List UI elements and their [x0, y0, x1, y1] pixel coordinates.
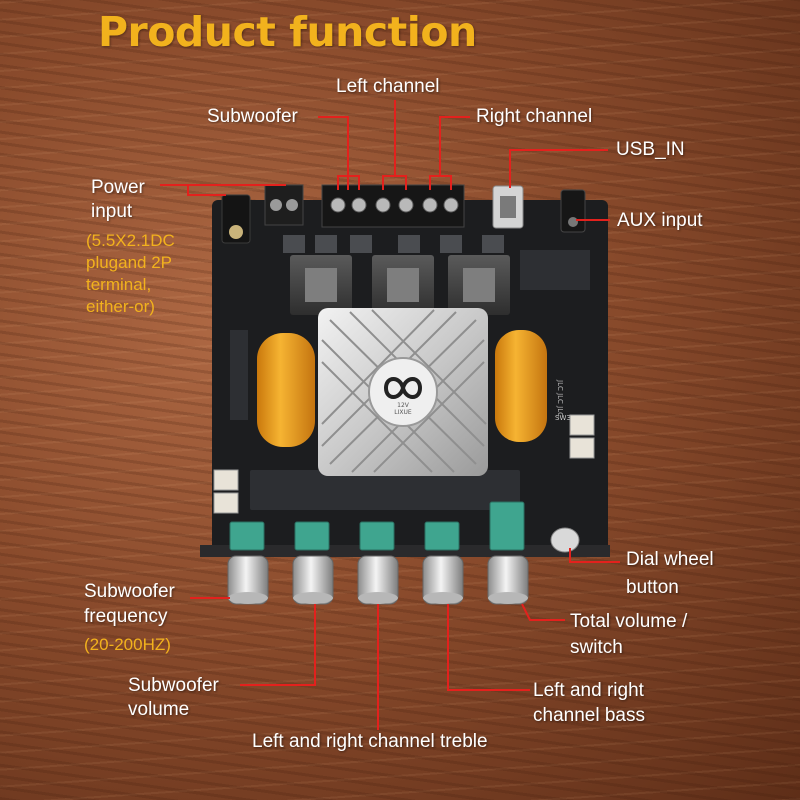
dial-wheel-button[interactable]	[550, 527, 580, 553]
leader-subwoofer	[318, 116, 349, 190]
leader-right-pair	[429, 175, 452, 190]
leader-sub-volume	[240, 604, 316, 686]
label-sub-frequency-line2: frequency	[84, 606, 168, 627]
electrolytic-capacitor-left	[257, 333, 315, 447]
inductors	[290, 255, 510, 315]
total-volume-knob[interactable]	[487, 555, 529, 605]
label-sub-volume-line2: volume	[128, 699, 190, 720]
label-dial-wheel-line1: Dial wheel	[626, 549, 714, 570]
label-left-channel: Left channel	[336, 76, 440, 97]
label-sub-volume-line1: Subwoofer	[128, 675, 219, 696]
label-bass-line2: channel bass	[533, 705, 645, 726]
speaker-terminal-block	[321, 184, 465, 228]
potentiometer-bases	[229, 501, 525, 551]
label-treble: Left and right channel treble	[252, 731, 488, 752]
board-vertical-code: JLC JLC JLC	[556, 379, 564, 417]
usb-port	[492, 185, 524, 229]
leader-subwoofer-pair	[337, 175, 360, 190]
leader-dial-wheel	[569, 548, 620, 563]
power-terminal-2p	[264, 184, 304, 226]
power-note-line2: plugand 2P	[86, 253, 173, 272]
label-aux-input: AUX input	[617, 210, 703, 231]
label-power-line2: input	[91, 201, 133, 222]
leader-right-channel	[439, 116, 470, 176]
label-dial-wheel-line2: button	[626, 577, 679, 598]
heatsink: 12V LIXUE	[318, 308, 488, 476]
label-total-volume-line1: Total volume /	[570, 611, 688, 632]
page-title: Product function	[98, 8, 477, 56]
power-note-line4: either-or)	[86, 297, 155, 316]
label-right-channel: Right channel	[476, 106, 593, 127]
leader-total-volume	[521, 603, 565, 621]
label-bass-line1: Left and right	[533, 680, 644, 701]
subwoofer-volume-knob[interactable]	[292, 555, 334, 605]
leader-power-jack	[160, 184, 226, 196]
treble-knob[interactable]	[357, 555, 399, 605]
heatsink-badge-line2: LIXUE	[394, 409, 412, 416]
leader-usb	[509, 149, 608, 188]
label-total-volume-line2: switch	[570, 637, 623, 658]
label-sub-frequency-line1: Subwoofer	[84, 581, 175, 602]
bass-knob[interactable]	[422, 555, 464, 605]
subwoofer-frequency-knob[interactable]	[227, 555, 269, 605]
leader-bass	[447, 604, 530, 691]
electrolytic-capacitor-right	[495, 330, 547, 442]
dc-power-jack	[221, 194, 251, 244]
label-subwoofer: Subwoofer	[207, 106, 298, 127]
label-usb-in: USB_IN	[616, 139, 685, 160]
power-note-line3: terminal,	[86, 275, 152, 294]
side-connectors	[213, 414, 595, 514]
sub-frequency-note: (20-200HZ)	[84, 635, 171, 654]
power-note-line1: (5.5X2.1DC	[86, 231, 175, 250]
leader-lines	[160, 100, 620, 730]
heatsink-badge-line1: 12V	[397, 402, 410, 409]
board-sw-label: SW3	[555, 414, 571, 422]
aux-jack	[560, 189, 586, 233]
leader-left-pair	[382, 175, 407, 190]
label-power-line1: Power	[91, 177, 145, 198]
film-capacitors	[283, 235, 504, 253]
